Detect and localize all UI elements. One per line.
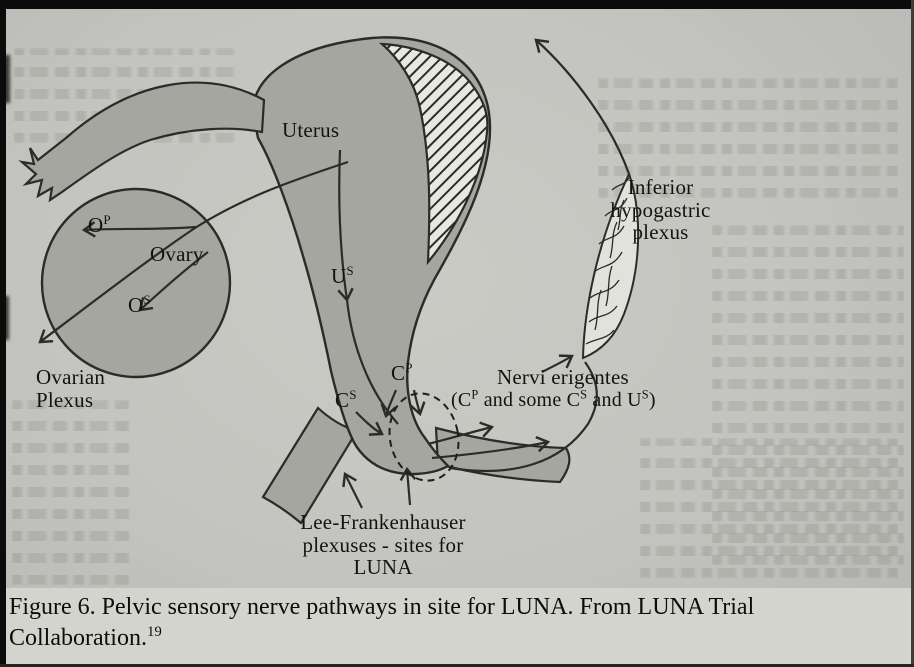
label-text: Plexus	[36, 387, 94, 412]
label-nervi-erigentes-detail: (CP and some CS and US)	[451, 387, 656, 412]
label-text: Nervi erigentes	[497, 365, 629, 389]
label-cp: CP	[391, 360, 413, 385]
lee-frankenhauser-arrow-left	[342, 472, 363, 509]
label-lee-frankenhauser: Lee-Frankenhauser plexuses - sites for L…	[283, 511, 483, 579]
op-nerve-branch	[81, 221, 197, 238]
label-inferior-hypogastric-plexus: Inferior hypogastric plexus	[588, 176, 733, 244]
label-sup: S	[641, 387, 649, 402]
label-op: OP	[88, 212, 111, 237]
label-text: Lee-Frankenhauser	[300, 510, 466, 534]
scan-border-right	[911, 0, 914, 667]
label-sup: S	[346, 263, 354, 278]
label-text: Ovary	[150, 242, 204, 266]
os-nerve-branch	[138, 251, 209, 312]
caption-line: Collaboration.	[9, 625, 147, 652]
scan-border-bottom	[0, 664, 914, 667]
label-sup: P	[103, 212, 111, 227]
nervi-erigentes-pointer	[541, 354, 574, 373]
ovary-shape	[40, 187, 232, 379]
label-uterus: Uterus	[282, 119, 339, 142]
label-text: plexuses - sites for	[302, 532, 464, 557]
label-text: O	[88, 213, 104, 237]
cp-nerve-arrow	[409, 389, 426, 417]
label-sup: P	[471, 387, 479, 402]
label-cs: CS	[335, 387, 357, 412]
label-text: Inferior	[627, 175, 694, 199]
label-text: and some C	[478, 389, 581, 411]
label-text: hypogastric	[610, 197, 711, 222]
us-nerve-line	[337, 149, 354, 303]
caption-reference-number: 19	[146, 624, 162, 641]
label-sup: S	[580, 387, 588, 402]
label-ovary: Ovary	[150, 243, 203, 266]
figure-caption: Figure 6. Pelvic sensory nerve pathways …	[9, 592, 907, 654]
inferior-hypogastric-plexus-shape	[581, 171, 640, 360]
plexus-mesh-lines	[585, 177, 630, 345]
label-sup: S	[143, 292, 151, 307]
label-us: US	[331, 263, 354, 288]
left-ligament-band-shape	[261, 406, 359, 525]
label-os: OS	[128, 292, 151, 317]
label-text: Ovarian	[36, 365, 106, 389]
fallopian-tube-shape	[18, 81, 266, 203]
right-ligament-band-shape	[434, 426, 571, 484]
label-ovarian-plexus: Ovarian Plexus	[36, 366, 105, 411]
cp-nerve-arrow	[380, 389, 398, 419]
scan-border-top	[0, 0, 914, 9]
label-sup: P	[405, 360, 413, 375]
label-text: C	[391, 361, 406, 385]
nervi-erigentes-line-upper	[427, 421, 495, 446]
label-text: and U	[587, 389, 642, 411]
cs-nerve-arrow	[355, 411, 384, 436]
label-text: (C	[451, 389, 472, 411]
luna-site-dashed-ellipse	[388, 392, 460, 482]
label-sup: S	[349, 387, 357, 402]
label-text: Uterus	[282, 118, 340, 142]
label-text: )	[648, 389, 656, 411]
scan-border-left	[0, 0, 6, 667]
caption-line: Figure 6. Pelvic sensory nerve pathways …	[9, 594, 755, 620]
sweep-to-plexus-line	[449, 361, 598, 472]
uterus-hatched-region	[378, 42, 489, 266]
caption-background	[6, 588, 911, 664]
label-text: O	[128, 293, 144, 317]
label-text: U	[331, 264, 347, 288]
nervi-erigentes-line-lower	[431, 436, 551, 460]
label-text: plexus	[632, 220, 689, 245]
label-text: C	[335, 388, 350, 412]
label-nervi-erigentes: Nervi erigentes	[497, 366, 629, 389]
label-text: LUNA	[353, 555, 413, 580]
hypogastric-ascending-line	[534, 38, 631, 175]
